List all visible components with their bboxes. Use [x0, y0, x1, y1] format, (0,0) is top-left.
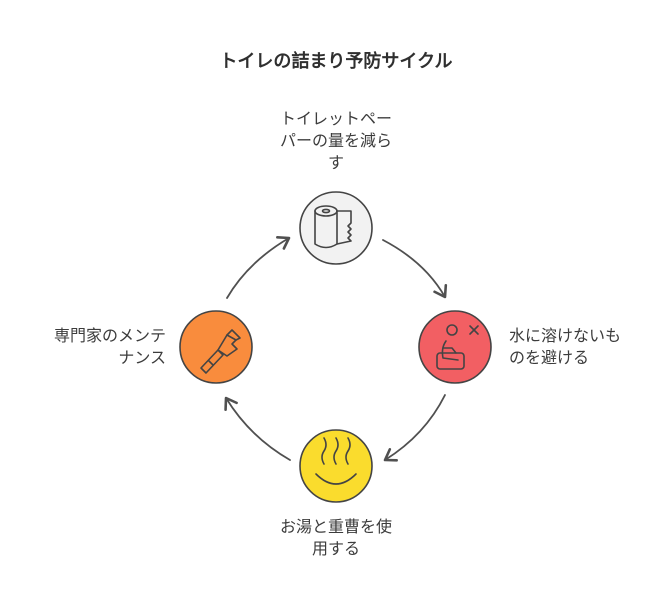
diagram-title: トイレの詰まり予防サイクル	[219, 51, 453, 72]
label-line: パーの量を減ら	[279, 131, 392, 150]
toilet-paper-icon	[314, 205, 352, 249]
person-no-icon	[436, 324, 479, 370]
node-circle	[299, 429, 373, 503]
arrow-right-to-bottom	[383, 394, 446, 462]
arrow-left-to-top	[226, 236, 291, 299]
label-line: 用する	[311, 539, 360, 558]
label-line: 水に溶けないも	[509, 326, 622, 345]
label-avoid-insoluble: 水に溶けないも のを避ける	[509, 325, 659, 369]
hot-bath-icon	[315, 437, 357, 485]
node-hot-water-baking-soda	[299, 429, 373, 503]
node-circle	[299, 191, 373, 265]
wrench-icon	[200, 329, 241, 374]
node-professional-maintenance	[179, 310, 253, 384]
label-reduce-toilet-paper: トイレットペー パーの量を減ら す	[256, 108, 416, 174]
node-circle	[179, 310, 253, 384]
label-professional-maintenance: 専門家のメンテ ナンス	[18, 325, 166, 369]
label-line: す	[327, 153, 344, 172]
arrow-bottom-to-left	[224, 396, 291, 461]
label-line: お湯と重曹を使	[279, 517, 392, 536]
label-line: トイレットペー	[279, 109, 392, 128]
label-hot-water-baking-soda: お湯と重曹を使 用する	[256, 516, 416, 560]
label-line: 専門家のメンテ	[53, 326, 166, 345]
node-reduce-toilet-paper	[299, 191, 373, 265]
node-avoid-insoluble	[418, 310, 492, 384]
arrow-top-to-right	[382, 239, 448, 299]
node-circle	[418, 310, 492, 384]
label-line: のを避ける	[509, 348, 590, 367]
label-line: ナンス	[118, 348, 166, 367]
